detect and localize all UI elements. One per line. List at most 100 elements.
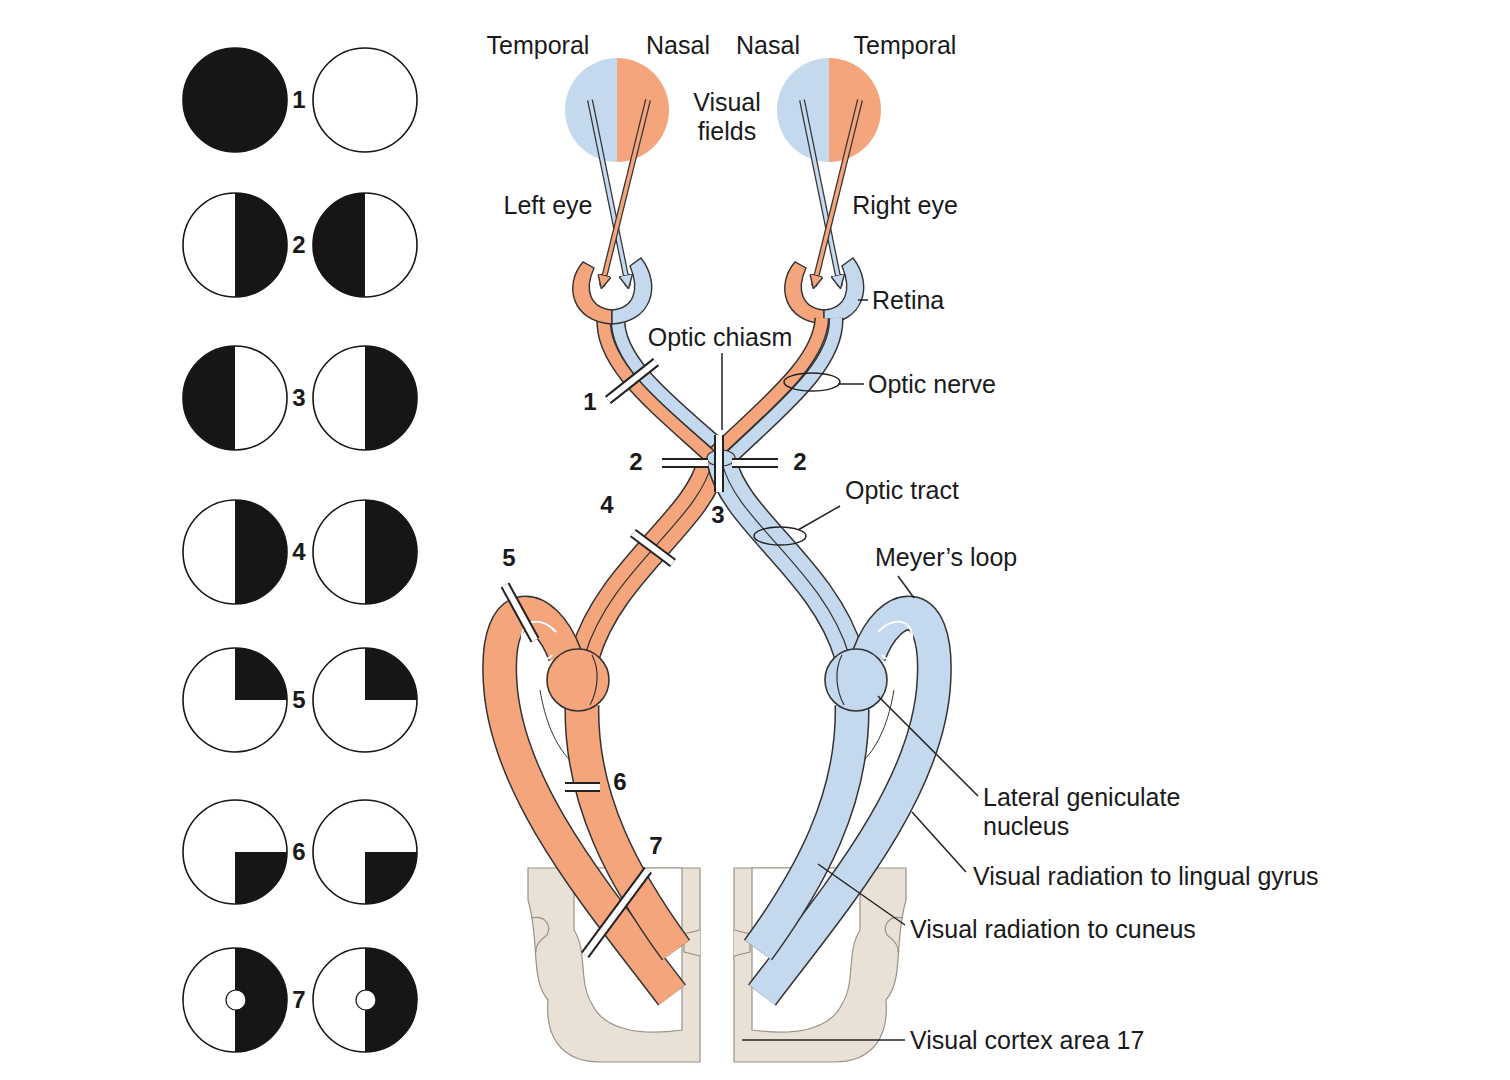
field-background [183, 193, 287, 297]
leader-line [818, 864, 905, 925]
field-outline [183, 800, 287, 904]
lesion-bar-outline [565, 782, 600, 792]
field-loss [313, 193, 365, 297]
field-background [183, 500, 287, 604]
field-background [313, 948, 417, 1052]
retina-nasal-half [612, 258, 652, 324]
radiation-boundary [540, 690, 570, 760]
field-circle [313, 800, 417, 904]
field-circle [183, 346, 287, 450]
eyes [565, 58, 881, 458]
geniculate-lamina [837, 655, 844, 705]
leader-line [721, 353, 723, 430]
meyer-loop-inner [878, 622, 912, 660]
field-outline [183, 648, 287, 752]
field-background [313, 800, 417, 904]
retina-temporal-half [824, 258, 864, 324]
callout-number: 3 [292, 384, 305, 412]
field-background [313, 193, 417, 297]
callout-number: 5 [502, 544, 515, 572]
field-background [183, 48, 287, 152]
field-side-label: Nasal [646, 31, 710, 60]
structure-label: Optic chiasm [648, 323, 792, 352]
field-circle [183, 648, 287, 752]
tract-divider [585, 462, 712, 655]
lesion-bar [633, 533, 673, 563]
lateral-sulcus [531, 917, 549, 952]
leader-line [878, 696, 978, 796]
structure-label: Lateral geniculate nucleus [983, 783, 1233, 841]
callout-number: 1 [292, 86, 305, 114]
field-side-label: Nasal [736, 31, 800, 60]
callout-number: 6 [613, 768, 626, 796]
callout-number: 2 [793, 448, 806, 476]
field-loss [235, 193, 287, 297]
lesion-bar [732, 460, 778, 466]
nerve-ring [784, 373, 840, 391]
field-outline [313, 193, 417, 297]
structure-label: Visual cortex area 17 [910, 1026, 1144, 1055]
lesion-bar-outline [505, 585, 535, 640]
lesion-bar [565, 784, 600, 790]
field-background [313, 500, 417, 604]
lesion-bar [608, 362, 656, 400]
field-side-label: Temporal [854, 31, 957, 60]
calcarine-sulcus [734, 930, 750, 956]
structure-label: Optic tract [845, 476, 959, 505]
radiation-cuneus-outline [758, 705, 852, 950]
field-circle [313, 48, 417, 152]
field-circle [313, 346, 417, 450]
lesion-bar-outline [585, 870, 648, 955]
lesion-bar-outline [633, 533, 673, 563]
field-circle [313, 648, 417, 752]
optic-tract-outline [585, 462, 712, 655]
structure-label: Visual radiation to cuneus [910, 915, 1196, 944]
structure-label: Visual fields [682, 88, 772, 146]
structure-label: Visual radiation to lingual gyrus [973, 862, 1319, 891]
calcarine-sulcus [684, 930, 700, 956]
lesion-bar-outline [732, 458, 778, 468]
optic-tract-outline [722, 462, 849, 655]
field-circle [313, 948, 417, 1052]
macular-sparing [226, 990, 246, 1010]
field-background [183, 948, 287, 1052]
field-background [313, 48, 417, 152]
field-outline [183, 48, 287, 152]
callout-number: 7 [292, 986, 305, 1014]
leader-line [798, 506, 840, 530]
field-background [183, 346, 287, 450]
field-background [313, 346, 417, 450]
radiation-cuneus-outline [582, 705, 676, 950]
radiation-cuneus [758, 705, 852, 950]
geniculate-lamina [590, 655, 597, 705]
lesion-bar-outline [662, 458, 708, 468]
lesion-bar-outline [714, 435, 724, 492]
callout-number: 7 [649, 832, 662, 860]
field-circle [183, 48, 287, 152]
field-outline [313, 48, 417, 152]
tract-divider [722, 462, 849, 655]
lesion-bar [662, 460, 708, 466]
field-outline [183, 948, 287, 1052]
field-loss [365, 500, 417, 604]
projection-arrow [602, 100, 648, 286]
field-outline [313, 500, 417, 604]
field-outline [313, 346, 417, 450]
field-loss [235, 500, 287, 604]
radiation-cuneus [582, 705, 676, 950]
field-background [183, 800, 287, 904]
field-background [183, 648, 287, 752]
field-defect-column [183, 48, 417, 1052]
structure-label: Retina [872, 286, 944, 315]
callout-number: 5 [292, 686, 305, 714]
callout-number: 1 [583, 388, 596, 416]
field-side-label: Temporal [487, 31, 590, 60]
callout-number: 4 [600, 491, 613, 519]
lesion-bar-outline [608, 362, 656, 400]
lateral-geniculate-nucleus [547, 649, 609, 711]
projection-arrow-outline [602, 100, 648, 286]
structure-label: Optic nerve [868, 370, 996, 399]
left-hemisphere-pathway [500, 462, 712, 1062]
structure-label: Right eye [852, 191, 958, 220]
